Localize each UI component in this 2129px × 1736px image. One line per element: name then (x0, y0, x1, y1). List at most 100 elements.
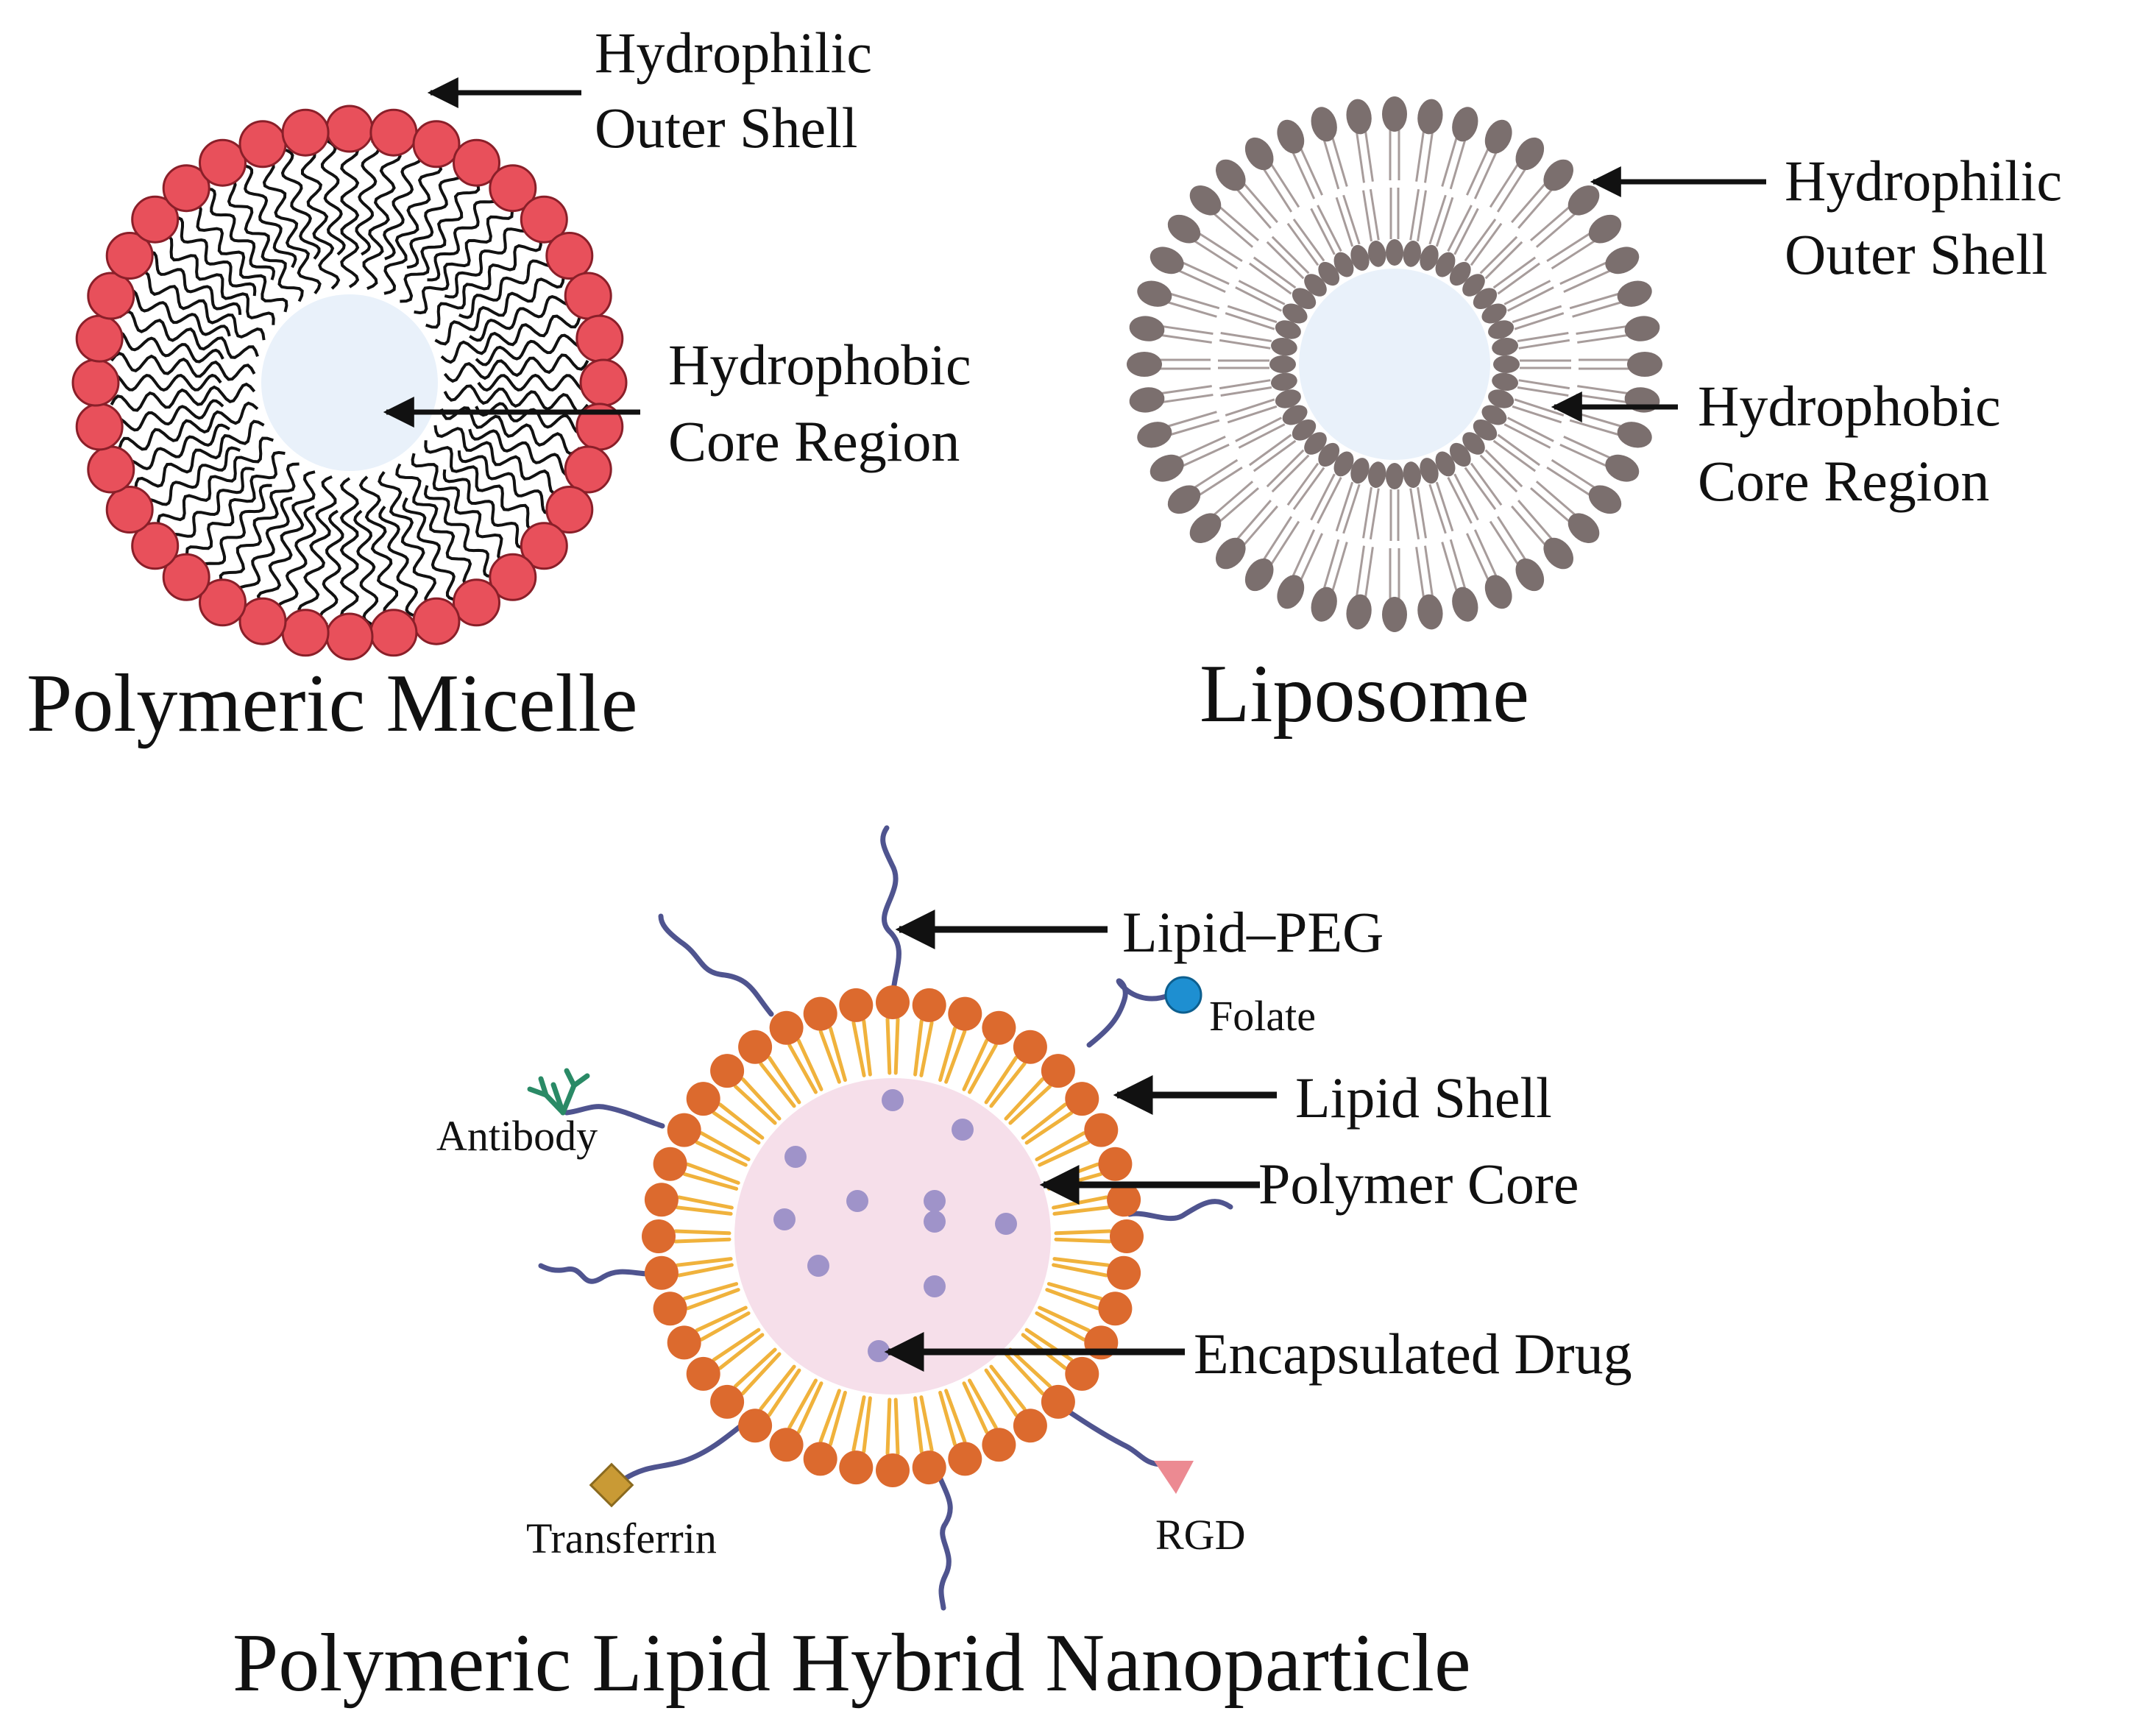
micelle-head (369, 609, 418, 657)
liposome-outer-head (1346, 594, 1372, 630)
liposome-outer-head (1417, 99, 1443, 135)
hybrid-lipid-tail (677, 1263, 734, 1278)
peg-chain (1127, 1199, 1233, 1222)
liposome-tail (1417, 190, 1427, 242)
liposome-tail (1235, 500, 1272, 542)
liposome-inner-head (1435, 451, 1456, 477)
micelle-tail (340, 142, 360, 288)
hybrid-lipid-tail (1004, 1352, 1045, 1395)
hybrid-lipid-tail (1052, 1195, 1108, 1210)
liposome-tail (1180, 261, 1230, 286)
liposome-tail (1409, 188, 1420, 241)
liposome-tail (1512, 305, 1562, 324)
hybrid-lipid-tail (767, 1368, 801, 1417)
liposome-inner-head (1292, 419, 1317, 441)
micelle-tail (122, 289, 231, 337)
hybrid-lipid-tail (759, 1062, 796, 1108)
micelle-tail (458, 255, 558, 319)
liposome-tail (1517, 332, 1569, 342)
micelle-head (75, 314, 124, 363)
encapsulated-drug-label: Encapsulated Drug (1194, 1322, 1632, 1386)
peg-chain (564, 1104, 665, 1129)
liposome-tail (1211, 211, 1254, 248)
micelle-tail (157, 235, 275, 325)
liposome-tail (1369, 488, 1380, 540)
hybrid-lipid-tail (734, 1347, 777, 1389)
micelle-head (520, 522, 568, 570)
micelle-tail (157, 436, 274, 527)
hybrid-lipid-tail (796, 1381, 823, 1434)
hybrid-lipid-tail (984, 1055, 1019, 1105)
hybrid-lipid-head (710, 1384, 745, 1419)
liposome-inner-head (1435, 252, 1456, 277)
liposome-inner-head (1333, 252, 1354, 277)
liposome-outer-head (1167, 485, 1201, 514)
micelle-tail (135, 270, 266, 341)
micelle-head (238, 120, 287, 169)
liposome-tail (1530, 205, 1572, 241)
liposome-tail (1496, 166, 1528, 213)
micelle-tail (378, 471, 437, 608)
liposome-tail (1479, 454, 1518, 493)
hybrid-lipid-tail (699, 1311, 751, 1342)
liposome-inner-head (1282, 303, 1308, 324)
liposome-outer-head (1311, 587, 1337, 622)
liposome-tail (1447, 477, 1473, 524)
micelle-tail (320, 139, 346, 256)
hybrid-lipid-tail (893, 1017, 900, 1075)
micelle-tail (277, 505, 316, 617)
liposome-tail (1165, 411, 1217, 428)
micelle-tail (425, 238, 542, 329)
hybrid-lipid-tail (938, 1390, 957, 1447)
micelle-head (520, 195, 568, 244)
micelle-tail (411, 453, 511, 562)
liposome-tail (1291, 149, 1316, 199)
liposome-tail (1362, 486, 1372, 539)
liposome-outer-head (1277, 575, 1305, 609)
hybrid-lipid-tail (695, 1140, 748, 1167)
micelle-tail (256, 470, 316, 607)
liposome-inner-head (1420, 244, 1439, 271)
liposome-tail (1220, 386, 1272, 397)
liposome-inner-head (1269, 355, 1296, 373)
liposome-tail (1238, 423, 1286, 449)
liposome-outer-head (1149, 454, 1184, 482)
hybrid-lipid-tail (829, 1390, 847, 1447)
micelle-tail (378, 506, 419, 618)
hybrid-lipid-head (710, 1054, 745, 1088)
liposome-tail (1197, 466, 1243, 497)
micelle-tail (118, 310, 259, 359)
liposome-tail (1484, 449, 1523, 488)
hybrid-lipid-head (1041, 1054, 1075, 1088)
liposome-outer-head (1137, 422, 1172, 448)
hybrid-lipid-tail (796, 1038, 823, 1091)
liposome-inner-head (1350, 458, 1370, 484)
liposome-tail (1559, 261, 1609, 286)
micelle-tail (105, 373, 222, 392)
micelle-head (545, 232, 594, 280)
liposome-inner-head (1333, 451, 1354, 477)
liposome-inner-head (1492, 338, 1518, 356)
peg-chain (538, 1263, 662, 1284)
liposome-outer-head (1129, 387, 1165, 413)
liposome-outer-head (1382, 597, 1407, 632)
hybrid-lipid-tail (1054, 1237, 1112, 1244)
micelle-tail (110, 382, 256, 412)
liposome-tail (1159, 385, 1212, 395)
liposome-tail (1176, 436, 1226, 460)
liposome-tail (1569, 292, 1621, 310)
micelle-tail (297, 475, 337, 619)
micelle-tail (169, 216, 257, 297)
liposome-tail (1563, 269, 1613, 293)
hybrid-lipid-tail (682, 1282, 739, 1300)
micelle-tail (468, 428, 577, 476)
hybrid-lipid-tail (787, 1043, 818, 1094)
hybrid-lipid-tail (676, 1205, 733, 1216)
micelle-head (564, 445, 612, 494)
micelle-tail (262, 157, 322, 294)
liposome-tail (1479, 235, 1518, 274)
hybrid-lipid-tail (893, 1397, 900, 1456)
micelle-tail (423, 485, 496, 578)
liposome-outer-head (1137, 280, 1172, 307)
